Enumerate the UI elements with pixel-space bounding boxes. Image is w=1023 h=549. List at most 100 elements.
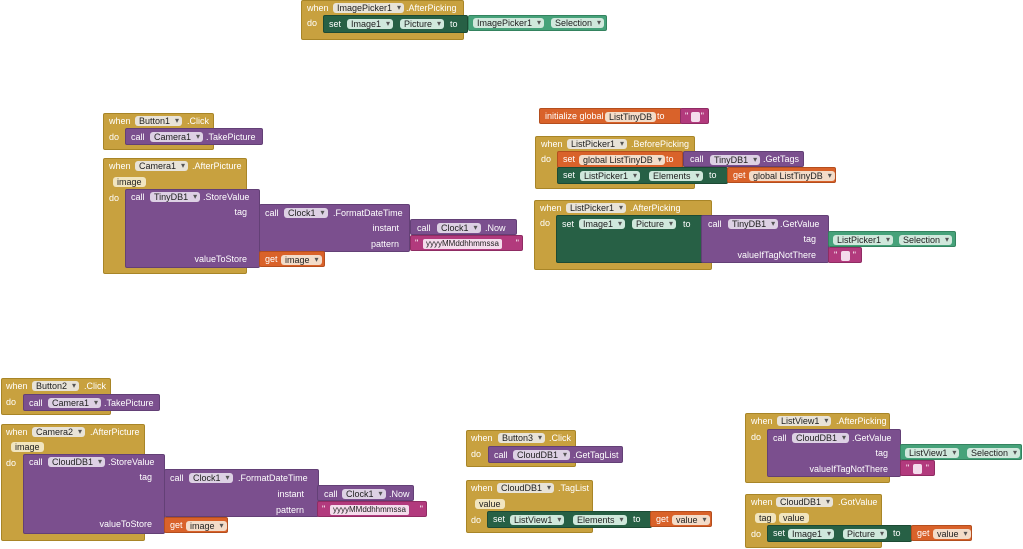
component-dropdown[interactable]: ListPicker1 — [567, 139, 628, 149]
property-dropdown[interactable]: Elements — [649, 171, 703, 181]
to-keyword: to — [450, 19, 458, 29]
when-keyword: when — [540, 203, 562, 213]
call-keyword: call — [265, 208, 279, 218]
component-dropdown[interactable]: TinyDB1 — [150, 192, 201, 202]
set-image1-picture-block[interactable]: set Image1 Picture to — [556, 215, 704, 263]
imagepicker1-selection-getter[interactable]: ImagePicker1 Selection — [468, 15, 607, 31]
property-dropdown[interactable]: Picture — [400, 19, 445, 29]
component-dropdown[interactable]: CloudDB1 — [513, 450, 571, 460]
component-dropdown[interactable]: Button3 — [498, 433, 546, 443]
camera1-takepicture-call[interactable]: call Camera1 .TakePicture — [23, 394, 160, 411]
event-parameter[interactable]: image — [11, 442, 44, 452]
component-dropdown[interactable]: Button1 — [135, 116, 183, 126]
component-dropdown[interactable]: Button2 — [32, 381, 80, 391]
get-value-block[interactable]: get value — [911, 525, 972, 541]
initialize-keyword: initialize global — [545, 111, 604, 121]
pattern-value[interactable]: yyyyMMddhhmmssa — [330, 505, 409, 515]
pattern-value[interactable]: yyyyMMddhhmmssa — [423, 239, 502, 249]
listpicker1-selection-getter[interactable]: ListPicker1 Selection — [828, 231, 956, 247]
valueiftagnotthere-label: valueIfTagNotThere — [809, 464, 888, 474]
component-dropdown[interactable]: ListPicker1 — [833, 235, 894, 245]
initialize-global-block[interactable]: initialize global ListTinyDB to — [539, 108, 682, 124]
get-global-listtinydb-block[interactable]: get global ListTinyDB — [727, 167, 836, 183]
empty-string-value[interactable] — [691, 112, 700, 122]
component-dropdown[interactable]: ListPicker1 — [580, 171, 641, 181]
clock1-formatdatetime-call[interactable]: call Clock1 .FormatDateTime instant patt… — [164, 469, 319, 517]
component-dropdown[interactable]: Image1 — [347, 19, 394, 29]
variable-dropdown[interactable]: value — [933, 529, 971, 539]
event-parameter[interactable]: image — [113, 177, 146, 187]
pattern-string-block[interactable]: " yyyyMMddhhmmssa " — [317, 501, 427, 517]
get-image-block[interactable]: get image — [259, 251, 325, 267]
tinydb1-storevalue-call[interactable]: call TinyDB1 .StoreValue tag valueToStor… — [125, 189, 260, 268]
get-keyword: get — [170, 520, 183, 530]
component-dropdown[interactable]: ListPicker1 — [566, 203, 627, 213]
set-listpicker1-elements-block[interactable]: set ListPicker1 Elements to — [557, 167, 728, 184]
component-dropdown[interactable]: ListView1 — [905, 448, 960, 458]
global-variable-name[interactable]: ListTinyDB — [605, 112, 657, 122]
property-dropdown[interactable]: Elements — [573, 515, 627, 525]
component-dropdown[interactable]: Camera1 — [150, 132, 204, 142]
empty-string-block[interactable]: " " — [680, 108, 709, 124]
event-parameter-tag[interactable]: tag — [755, 513, 776, 523]
get-image-block[interactable]: get image — [164, 517, 228, 533]
camera1-takepicture-call[interactable]: call Camera1 .TakePicture — [125, 128, 263, 145]
component-dropdown[interactable]: Camera1 — [135, 161, 189, 171]
clock1-now-call[interactable]: call Clock1 .Now — [317, 485, 414, 501]
get-value-block[interactable]: get value — [650, 511, 712, 527]
variable-dropdown[interactable]: global ListTinyDB — [749, 171, 835, 181]
component-dropdown[interactable]: TinyDB1 — [710, 155, 761, 165]
set-listview1-elements-block[interactable]: set ListView1 Elements to — [487, 511, 652, 528]
quote-left: " — [322, 504, 326, 514]
component-dropdown[interactable]: CloudDB1 — [776, 497, 834, 507]
variable-dropdown[interactable]: image — [281, 255, 322, 265]
component-dropdown[interactable]: CloudDB1 — [48, 457, 106, 467]
component-dropdown[interactable]: ListView1 — [777, 416, 832, 426]
component-dropdown[interactable]: Clock1 — [189, 473, 233, 483]
set-image1-picture-block[interactable]: set Image1 Picture to — [323, 15, 468, 33]
clock1-now-call[interactable]: call Clock1 .Now — [410, 219, 517, 235]
clouddb1-getvalue-call[interactable]: call CloudDB1 .GetValue tag valueIfTagNo… — [767, 429, 901, 477]
clouddb1-gettaglist-call[interactable]: call CloudDB1 .GetTagList — [488, 446, 623, 463]
variable-dropdown[interactable]: value — [672, 515, 710, 525]
event-parameter[interactable]: value — [475, 499, 505, 509]
property-dropdown[interactable]: Selection — [551, 18, 605, 28]
call-keyword: call — [494, 450, 508, 460]
component-dropdown[interactable]: Clock1 — [437, 223, 481, 233]
quote-left: " — [906, 463, 910, 473]
empty-string-value[interactable] — [841, 251, 850, 261]
property-dropdown[interactable]: Picture — [843, 529, 888, 539]
variable-dropdown[interactable]: image — [186, 521, 227, 531]
pattern-string-block[interactable]: " yyyyMMddhhmmssa " — [410, 235, 523, 251]
variable-dropdown[interactable]: global ListTinyDB — [579, 155, 665, 165]
component-dropdown[interactable]: ImagePicker1 — [473, 18, 545, 28]
component-dropdown[interactable]: CloudDB1 — [792, 433, 850, 443]
component-dropdown[interactable]: Clock1 — [342, 489, 386, 499]
tinydb1-gettags-call[interactable]: call TinyDB1 .GetTags — [683, 151, 804, 167]
empty-string-block[interactable]: " " — [900, 460, 935, 476]
component-dropdown[interactable]: Image1 — [579, 219, 626, 229]
component-dropdown[interactable]: Clock1 — [284, 208, 328, 218]
component-dropdown[interactable]: Camera1 — [48, 398, 102, 408]
tinydb1-getvalue-call[interactable]: call TinyDB1 .GetValue tag valueIfTagNot… — [701, 215, 829, 263]
clock1-formatdatetime-call[interactable]: call Clock1 .FormatDateTime instant patt… — [259, 204, 410, 252]
property-dropdown[interactable]: Picture — [632, 219, 677, 229]
property-dropdown[interactable]: Selection — [899, 235, 953, 245]
component-dropdown[interactable]: Image1 — [788, 529, 835, 539]
component-dropdown[interactable]: Camera2 — [32, 427, 86, 437]
empty-string-block[interactable]: " " — [828, 247, 862, 263]
clouddb1-storevalue-call[interactable]: call CloudDB1 .StoreValue tag valueToSto… — [23, 454, 165, 534]
component-dropdown[interactable]: CloudDB1 — [497, 483, 555, 493]
set-keyword: set — [773, 528, 786, 538]
event-parameter-value[interactable]: value — [779, 513, 809, 523]
listview1-selection-getter[interactable]: ListView1 Selection — [900, 444, 1022, 460]
set-image1-picture-block[interactable]: set Image1 Picture to — [767, 525, 912, 542]
property-dropdown[interactable]: Selection — [967, 448, 1021, 458]
component-dropdown[interactable]: ListView1 — [510, 515, 565, 525]
component-dropdown[interactable]: TinyDB1 — [728, 219, 779, 229]
empty-string-value[interactable] — [913, 464, 922, 474]
component-dropdown[interactable]: ImagePicker1 — [333, 3, 405, 13]
call-keyword: call — [773, 433, 787, 443]
method-name: .FormatDateTime — [333, 208, 403, 218]
set-global-listtinydb-block[interactable]: set global ListTinyDB to — [557, 151, 683, 168]
